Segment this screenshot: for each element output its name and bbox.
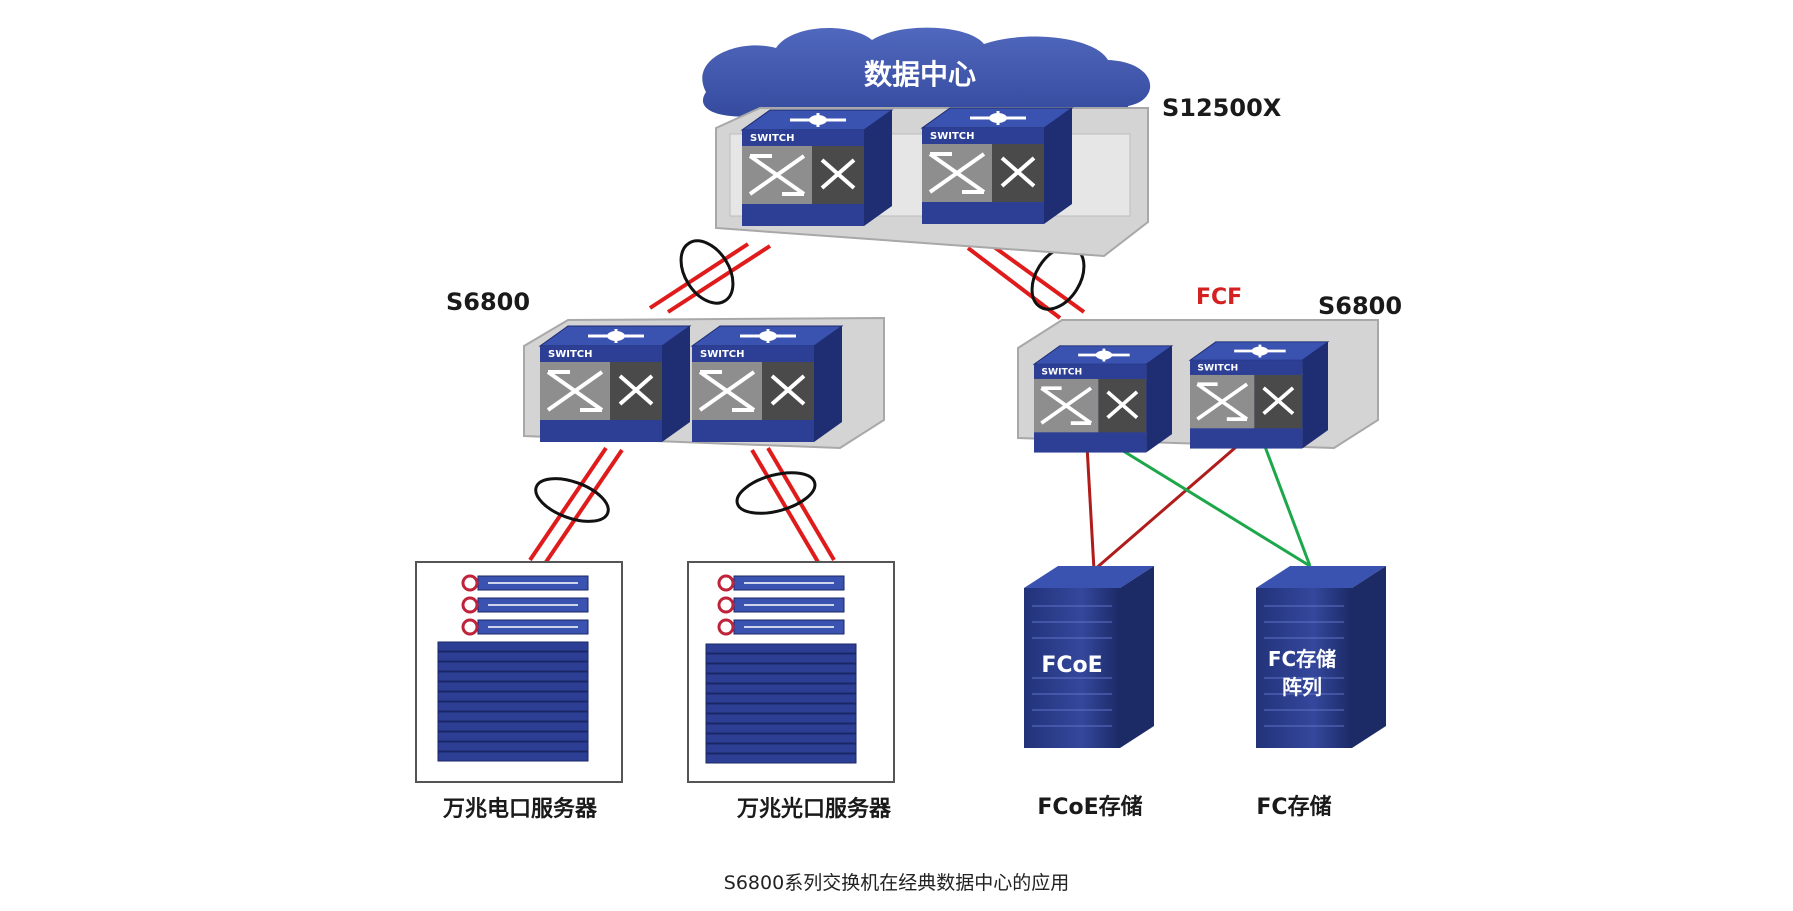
core-switch-s12500x <box>715 106 1149 258</box>
fcoe-storage-label: FCoE存储 <box>1037 794 1142 820</box>
fcoe-storage-rack: FCoE <box>1023 565 1155 749</box>
fc-rack-text-line2: 阵列 <box>1282 675 1322 699</box>
right-agg-label: S6800 <box>1318 292 1402 320</box>
left-agg-to-server1-link <box>528 446 624 564</box>
server-group-2 <box>687 561 895 783</box>
left-agg-label: S6800 <box>446 288 530 316</box>
fc-storage-label: FC存储 <box>1256 794 1331 820</box>
left-agg-switch-s6800 <box>523 316 885 450</box>
server-group-1 <box>415 561 623 783</box>
right-agg-switch-s6800 <box>1017 319 1379 455</box>
data-center-cloud: 数据中心 <box>702 27 1151 128</box>
server-group-1-label: 万兆电口服务器 <box>442 797 598 822</box>
core-to-right-agg-link <box>966 242 1086 320</box>
server1-lag-ring <box>534 477 610 523</box>
cloud-label: 数据中心 <box>864 58 976 91</box>
core-switch-label: S12500X <box>1162 94 1282 122</box>
server-group-2-label: 万兆光口服务器 <box>736 797 892 822</box>
left-agg-to-server2-link <box>750 446 836 564</box>
fc-rack-text-line1: FC存储 <box>1268 647 1336 671</box>
core-left-lag-ring <box>679 239 735 305</box>
fcoe-rack-text: FCoE <box>1041 653 1102 678</box>
server2-lag-ring <box>735 471 817 515</box>
figure-caption: S6800系列交换机在经典数据中心的应用 <box>723 872 1070 894</box>
fcf-label: FCF <box>1196 285 1242 310</box>
core-to-left-agg-link <box>648 242 772 314</box>
fc-storage-rack: FC存储 阵列 <box>1255 565 1387 749</box>
